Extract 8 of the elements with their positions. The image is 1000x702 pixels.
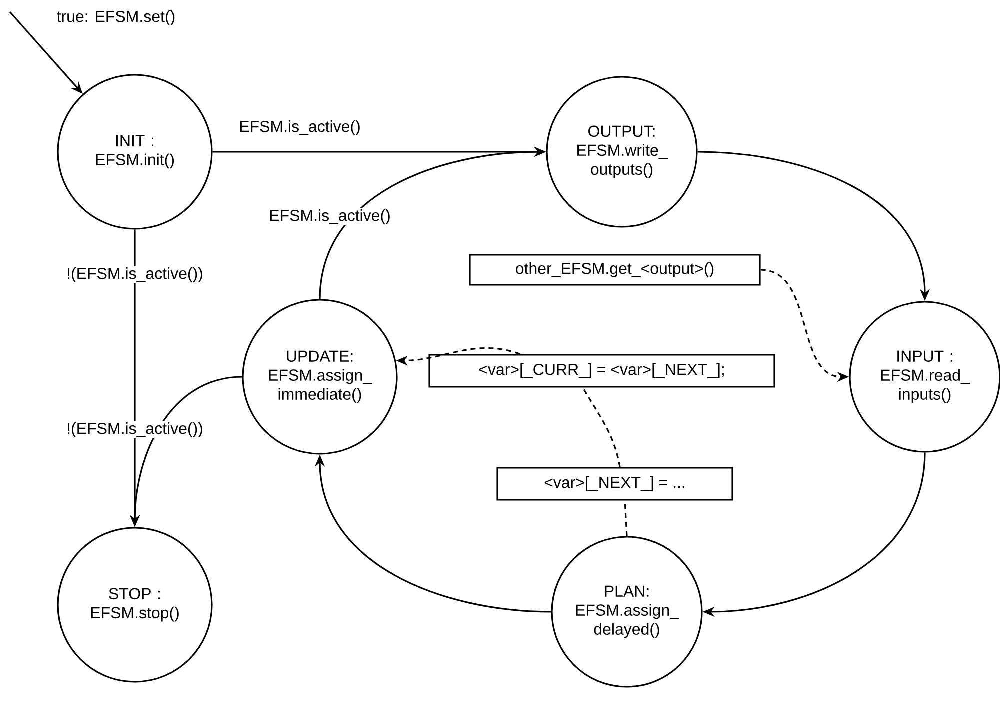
edge-label: true: EFSM.set() [56,10,177,26]
edge-label: EFSM.is_active() [268,208,392,226]
code-box: <var>[_CURR_] = <var>[_NEXT_]; [428,354,776,388]
code-box: other_EFSM.get_<output>() [469,254,761,286]
code-box: <var>[_NEXT_] = ... [496,467,734,501]
edge-label: !(EFSM.is_active()) [66,422,204,438]
edge-label: EFSM.is_active() [238,120,362,136]
edge-label: !(EFSM.is_active()) [66,266,204,284]
